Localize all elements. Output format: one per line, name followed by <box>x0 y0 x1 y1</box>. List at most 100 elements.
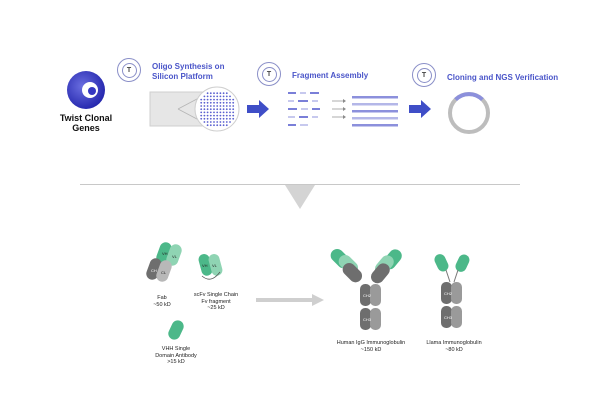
plasmid-ring-icon <box>448 92 490 134</box>
oligo-dot <box>229 95 231 98</box>
scfv-caption: scFv Single Chain Fv fragment ~25 kD <box>186 292 246 312</box>
oligo-dot <box>209 95 212 98</box>
oligo-dot <box>222 124 225 127</box>
llama-caption-line2: ~80 kD <box>445 346 463 353</box>
section-divider <box>80 184 520 185</box>
oligo-dot <box>225 124 228 127</box>
oligo-dot <box>216 124 219 127</box>
oligo-dot <box>222 105 225 107</box>
oligo-dot <box>209 114 212 117</box>
oligo-dot <box>222 95 225 98</box>
oligo-dot <box>225 105 228 107</box>
oligo-dot <box>203 101 206 104</box>
oligo-dot <box>216 98 219 101</box>
oligo-dot <box>209 124 212 127</box>
oligo-dot <box>232 111 235 114</box>
scfv-caption-line1: scFv Single Chain <box>193 292 239 298</box>
oligo-dot <box>209 101 212 104</box>
oligo-dot <box>229 101 231 104</box>
vhh-caption-line3: >15 kD <box>167 359 185 365</box>
oligo-dot <box>222 121 225 123</box>
oligo-dot <box>216 95 219 98</box>
oligo-dot <box>219 98 222 101</box>
oligo-dot <box>222 111 225 114</box>
oligo-dot <box>216 92 219 95</box>
oligo-dot <box>209 105 212 107</box>
oligo-dot <box>219 114 222 117</box>
igg-caption: Human IgG Immunoglobulin ~150 kD <box>330 340 412 353</box>
brand-line1: Twist Clonal <box>59 113 113 123</box>
oligo-dot <box>229 98 231 101</box>
oligo-dot <box>213 108 215 111</box>
scfv-vh-label: VH <box>202 263 208 268</box>
oligo-dot <box>219 117 222 120</box>
oligo-dot <box>206 98 209 101</box>
oligo-dot <box>216 121 219 123</box>
llama-ch3-label: CH3 <box>444 315 453 320</box>
oligo-dot <box>203 95 206 98</box>
oligo-dot <box>206 108 209 111</box>
twist-t-icon: T <box>121 62 137 78</box>
oligo-dot <box>225 101 228 104</box>
oligo-dot <box>225 121 228 123</box>
oligo-dot <box>213 114 215 117</box>
oligo-dot <box>219 108 222 111</box>
scfv-caption-line2: Fv fragment <box>201 298 231 305</box>
oligo-dot <box>206 124 209 127</box>
igg-caption-line1: Human IgG Immunoglobulin <box>336 340 406 346</box>
fab-fragment-illustration: VH VL CH CL <box>146 242 182 282</box>
oligo-dot <box>216 114 219 117</box>
oligo-dot <box>225 92 228 95</box>
step2-label: Fragment Assembly <box>292 71 369 80</box>
human-igg-illustration: CH2 CH3 <box>330 248 402 330</box>
oligo-dot <box>225 111 228 114</box>
oligo-dot <box>219 105 222 107</box>
oligo-dot <box>216 101 219 104</box>
oligo-dot <box>232 108 235 111</box>
oligo-dot <box>206 95 209 98</box>
oligo-dot <box>229 105 231 107</box>
llama-caption: Llama Immunoglobulin ~80 kD <box>424 340 484 353</box>
oligo-dot <box>209 111 212 114</box>
oligo-dot <box>213 95 215 98</box>
oligo-dot <box>213 101 215 104</box>
oligo-dot <box>232 117 235 120</box>
llama-caption-line1: Llama Immunoglobulin <box>426 340 482 346</box>
igg-ch3-label: CH3 <box>363 317 372 322</box>
oligo-dot <box>213 124 215 127</box>
twist-t-icon: T <box>261 66 277 82</box>
triangle-down-icon <box>285 185 315 209</box>
step1-label-line1: Oligo Synthesis on <box>152 62 225 71</box>
oligo-dot <box>219 92 222 95</box>
brand-name: Twist Clonal Genes <box>46 113 126 133</box>
fab-cl-label: CL <box>161 270 167 275</box>
oligo-dot <box>213 111 215 114</box>
oligo-dot <box>216 117 219 120</box>
oligo-dot <box>206 114 209 117</box>
vhh-caption-line1: VHH Single <box>161 346 191 352</box>
oligo-dot <box>229 108 231 111</box>
oligo-dot <box>213 117 215 120</box>
oligo-dot <box>209 117 212 120</box>
oligo-dot <box>200 101 203 104</box>
scfv-illustration: VH VL <box>198 254 223 280</box>
oligo-dot <box>219 124 222 127</box>
oligo-dot <box>200 114 203 117</box>
igg-ch2-label: CH2 <box>363 293 372 298</box>
oligo-dot <box>203 98 206 101</box>
oligo-dot <box>222 101 225 104</box>
oligo-dot <box>219 95 222 98</box>
oligo-dot <box>206 117 209 120</box>
oligo-dot <box>222 117 225 120</box>
oligo-dots <box>200 92 235 127</box>
brand-line2: Genes <box>72 123 100 133</box>
oligo-dot <box>232 101 235 104</box>
oligo-dot <box>200 105 203 107</box>
oligo-dot <box>229 117 231 120</box>
oligo-dot <box>225 114 228 117</box>
llama-ch2-label: CH2 <box>444 291 453 296</box>
step1-badge: T <box>117 58 141 82</box>
scfv-vl-label: VL <box>212 263 218 268</box>
oligo-dot <box>219 121 222 123</box>
oligo-dot <box>225 117 228 120</box>
